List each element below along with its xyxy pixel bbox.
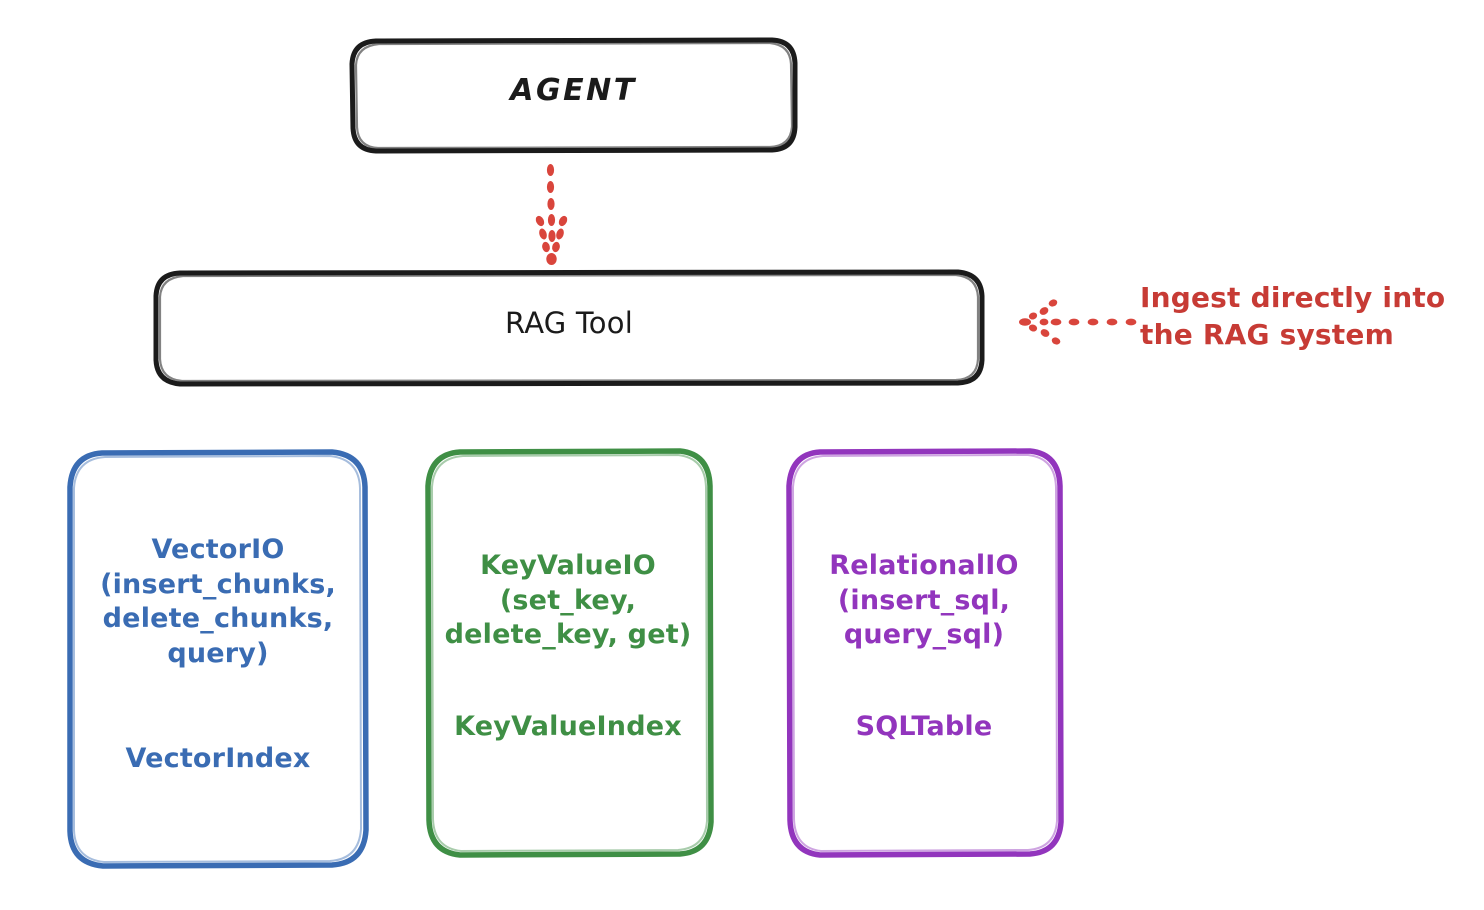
agent-to-rag-connector <box>535 164 568 265</box>
ingest-to-rag-connector <box>1019 299 1137 345</box>
keyvalue-store-api-label: KeyValueIO (set_key, delete_key, get) <box>444 550 692 651</box>
rag-tool-label: RAG Tool <box>505 306 633 340</box>
relational-store-index-label: SQLTable <box>855 711 993 742</box>
ingest-annotation-text: Ingest directly into the RAG system <box>1140 281 1446 351</box>
relational-store-box[interactable] <box>786 448 1064 858</box>
agent-label: AGENT <box>510 73 637 108</box>
keyvalue-store-box[interactable] <box>425 448 714 858</box>
keyvalue-store-index-label: KeyValueIndex <box>454 711 682 742</box>
vector-store-api-label: VectorIO (insert_chunks, delete_chunks, … <box>100 534 336 669</box>
relational-store-api-label: RelationalIO (insert_sql, query_sql) <box>829 550 1019 651</box>
vector-store-index-label: VectorIndex <box>125 743 311 774</box>
